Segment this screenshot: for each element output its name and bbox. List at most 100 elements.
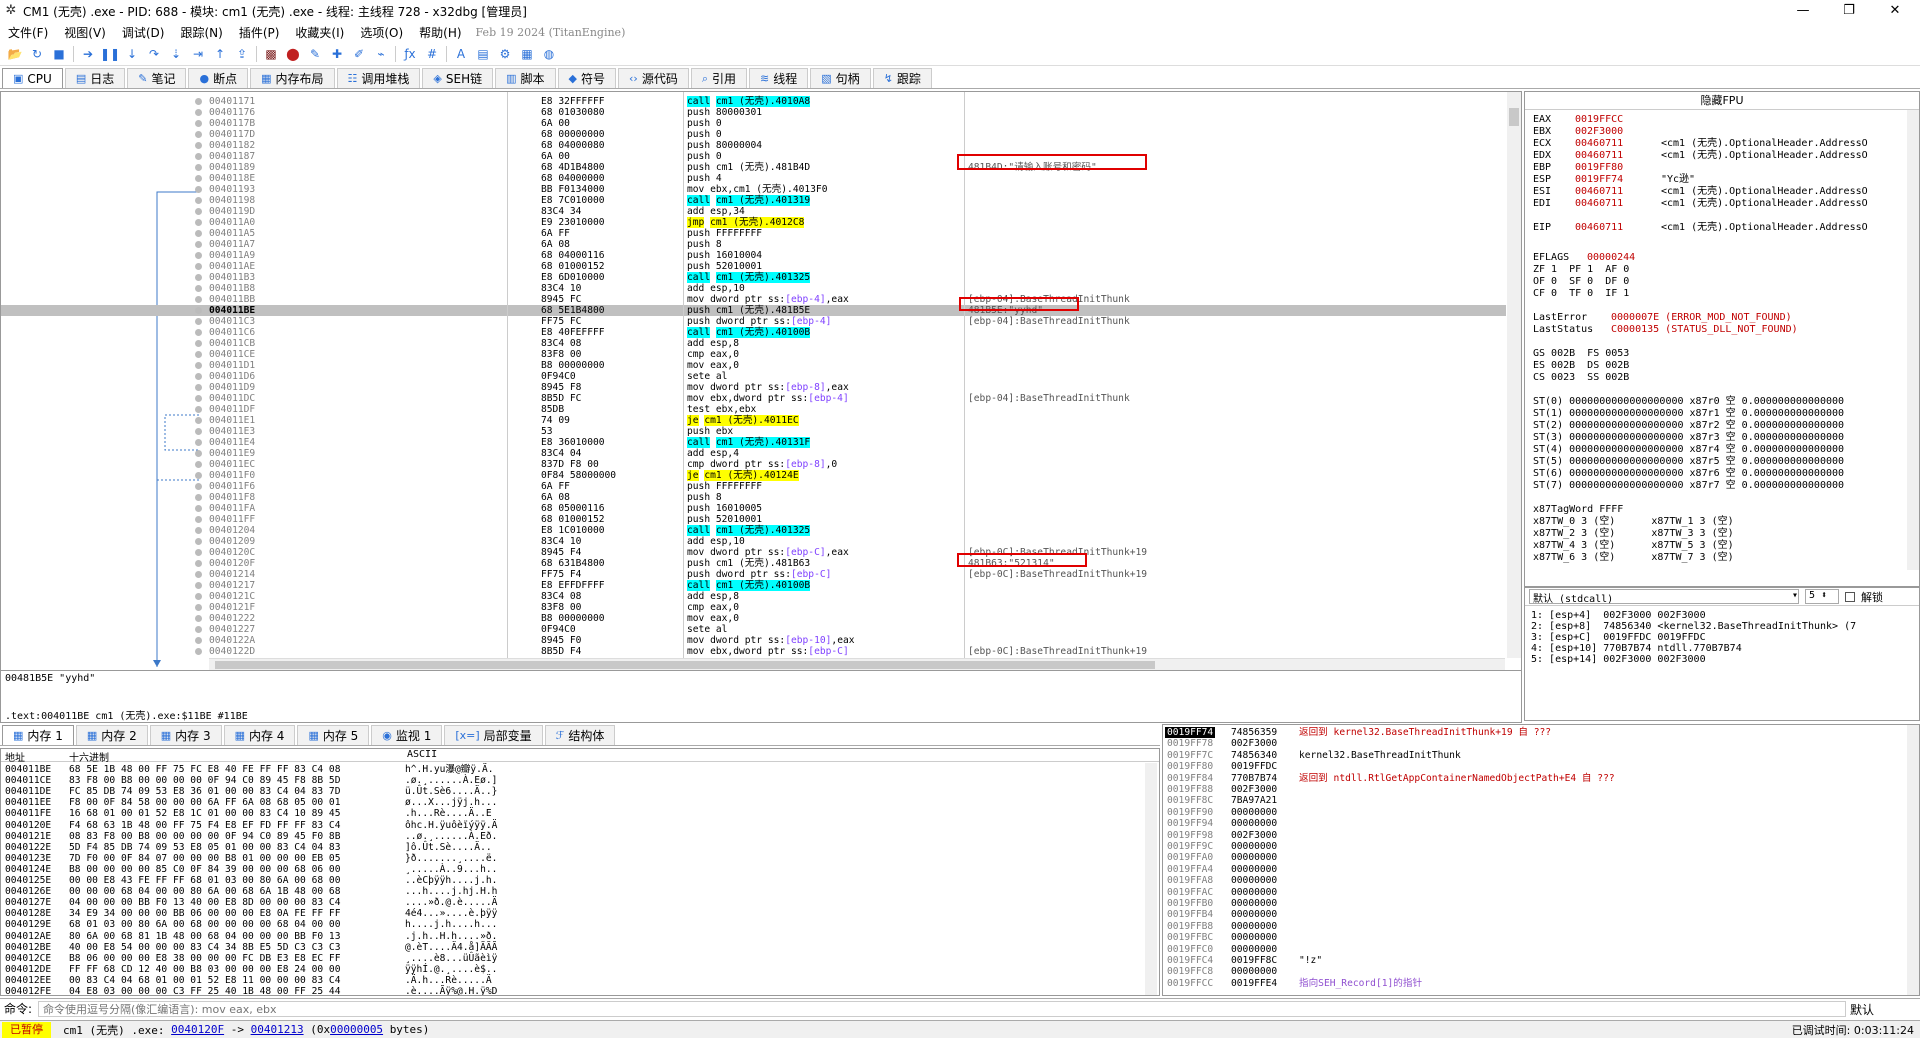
breakpoint-dot-icon[interactable]: [195, 582, 202, 589]
memory-map-icon[interactable]: ▩: [265, 46, 277, 61]
unlock-checkbox[interactable]: [1845, 591, 1855, 602]
comments-icon[interactable]: ✐: [353, 46, 365, 61]
breakpoint-dot-icon[interactable]: [195, 615, 202, 622]
font-icon[interactable]: A: [456, 46, 466, 61]
tab-5[interactable]: ☷调用堆栈: [336, 68, 421, 88]
breakpoint-dot-icon[interactable]: [195, 417, 202, 424]
breakpoint-dot-icon[interactable]: [195, 395, 202, 402]
log-icon[interactable]: ✎: [309, 46, 321, 61]
settings-icon[interactable]: ⚙: [499, 46, 511, 61]
breakpoint-dot-icon[interactable]: [195, 373, 202, 380]
status-size-link[interactable]: 00000005: [330, 1023, 384, 1036]
breakpoint-dot-icon[interactable]: [195, 549, 202, 556]
register-value[interactable]: 00460711: [1575, 222, 1624, 233]
register-name[interactable]: ECX: [1533, 138, 1552, 149]
breakpoint-dot-icon[interactable]: [195, 252, 202, 259]
breakpoint-dot-icon[interactable]: [195, 263, 202, 270]
breakpoint-dot-icon[interactable]: [195, 208, 202, 215]
breakpoint-dot-icon[interactable]: [195, 516, 202, 523]
breakpoint-dot-icon[interactable]: [195, 142, 202, 149]
register-value[interactable]: 0019FF74: [1575, 174, 1624, 185]
breakpoint-dot-icon[interactable]: [195, 241, 202, 248]
registers-scrollbar[interactable]: [1907, 110, 1919, 570]
breakpoint-icon[interactable]: ⬤: [286, 46, 300, 61]
tab-0[interactable]: ▣CPU: [2, 68, 63, 88]
command-input[interactable]: [38, 1001, 1846, 1017]
tab-1[interactable]: ▤日志: [64, 68, 126, 88]
tab-13[interactable]: ↯跟踪: [872, 68, 932, 88]
disasm-vertical-scrollbar[interactable]: [1507, 92, 1521, 658]
command-mode-select[interactable]: 默认: [1850, 1003, 1875, 1017]
breakpoint-dot-icon[interactable]: [195, 230, 202, 237]
breakpoint-dot-icon[interactable]: [195, 175, 202, 182]
arg-count-spinbox[interactable]: 5 ⬍: [1805, 589, 1839, 604]
breakpoint-dot-icon[interactable]: [195, 505, 202, 512]
function-icon[interactable]: ƒx: [404, 46, 416, 61]
menu-item-4[interactable]: 插件(P): [238, 25, 280, 40]
dump-tab-3[interactable]: ▦内存 4: [223, 725, 296, 745]
tab-9[interactable]: ‹›源代码: [618, 68, 689, 88]
dump-scrollbar[interactable]: [1145, 763, 1157, 995]
execute-till-return-icon[interactable]: ↑: [214, 46, 226, 61]
dump-tab-6[interactable]: [x=]局部变量: [444, 725, 543, 745]
dump-tab-1[interactable]: ▦内存 2: [75, 725, 148, 745]
register-name[interactable]: EDX: [1533, 150, 1552, 161]
call-stack-arg-row[interactable]: 4: [esp+10] 770B7B74 ntdll.770B7B74: [1531, 643, 1742, 654]
register-value[interactable]: 00460711: [1575, 138, 1624, 149]
tab-11[interactable]: ≋线程: [749, 68, 809, 88]
breakpoint-dot-icon[interactable]: [195, 483, 202, 490]
dump-tab-2[interactable]: ▦内存 3: [149, 725, 222, 745]
step-into-icon[interactable]: ↓: [126, 46, 138, 61]
patches-icon[interactable]: ✚: [331, 46, 343, 61]
stack-scrollbar[interactable]: [1907, 725, 1919, 995]
disasm-horizontal-scrollbar[interactable]: [209, 658, 1505, 670]
pause-icon[interactable]: ❚❚: [99, 46, 121, 61]
breakpoint-dot-icon[interactable]: [195, 439, 202, 446]
breakpoint-dot-icon[interactable]: [195, 197, 202, 204]
breakpoint-dot-icon[interactable]: [195, 285, 202, 292]
breakpoint-dot-icon[interactable]: [195, 461, 202, 468]
breakpoint-dot-icon[interactable]: [195, 98, 202, 105]
breakpoint-dot-icon[interactable]: [195, 637, 202, 644]
menu-item-7[interactable]: 帮助(H): [419, 25, 462, 40]
register-value[interactable]: 002F3000: [1575, 126, 1624, 137]
breakpoint-dot-icon[interactable]: [195, 560, 202, 567]
